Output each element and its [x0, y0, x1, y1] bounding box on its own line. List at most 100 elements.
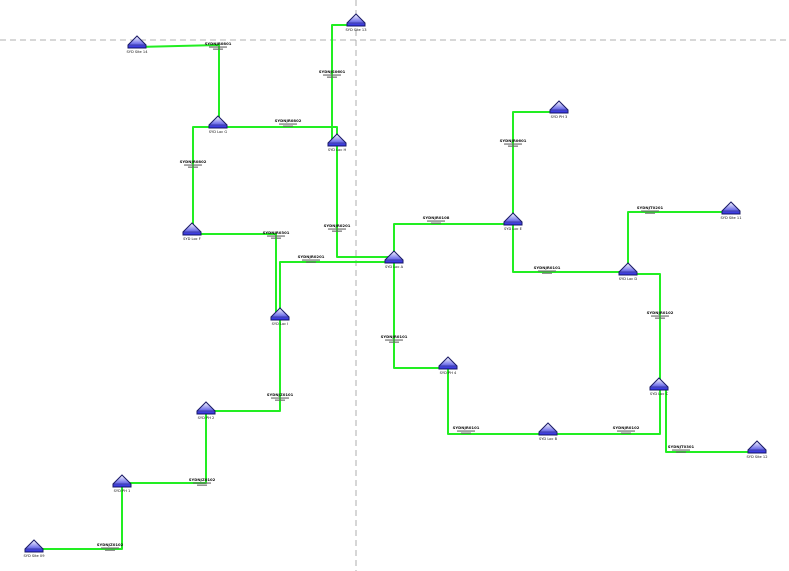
link-l10[interactable]: SYDNJT0201: [627, 205, 731, 274]
link-l16[interactable]: SYDNJT0301: [659, 388, 757, 453]
link-l6[interactable]: SYDNJR0201: [324, 145, 394, 258]
link-label: SYDNJR0101: [381, 334, 408, 339]
link-l5[interactable]: SYDNJR0301: [192, 230, 290, 319]
link-line[interactable]: [447, 368, 548, 435]
link-subtext-mark: [431, 222, 441, 224]
link-line[interactable]: [206, 319, 281, 412]
house-node-icon[interactable]: [549, 100, 569, 114]
house-node-icon[interactable]: [438, 356, 458, 370]
link-l11[interactable]: SYDNJR0101: [512, 224, 628, 274]
link-label: SYDNJT0201: [637, 205, 664, 210]
link-l8[interactable]: SYDNJR0108: [393, 215, 513, 262]
house-node-icon[interactable]: [538, 422, 558, 436]
link-l18[interactable]: SYDNJZ0102: [122, 413, 216, 486]
node-n18[interactable]: SYD Site 09: [23, 539, 45, 558]
link-subtext-mark: [538, 270, 556, 272]
link-label: SYDNJR0101: [534, 265, 561, 270]
house-node-icon[interactable]: [182, 222, 202, 236]
house-node-icon[interactable]: [270, 307, 290, 321]
nodes-layer: SYD Site 13 SYD Site 14 SYD Loc G SYD Loc H…: [23, 13, 768, 558]
house-node-icon[interactable]: [384, 250, 404, 264]
link-l12[interactable]: SYDNJR0101: [381, 262, 448, 369]
node-n11[interactable]: SYD Loc D: [618, 262, 638, 281]
node-n2[interactable]: SYD Site 14: [126, 35, 148, 54]
node-label: SYD Site 12: [746, 455, 767, 459]
house-node-icon[interactable]: [24, 539, 44, 553]
link-line[interactable]: [512, 224, 628, 273]
house-node-icon[interactable]: [346, 13, 366, 27]
node-n12[interactable]: SYD PH 4: [438, 356, 458, 375]
house-node-icon[interactable]: [618, 262, 638, 276]
link-line[interactable]: [34, 486, 123, 550]
link-subtext-mark: [213, 48, 223, 50]
link-subtext-mark: [306, 261, 316, 263]
link-line[interactable]: [122, 413, 207, 484]
house-node-icon[interactable]: [503, 212, 523, 226]
link-l1[interactable]: SYDNJR0801: [136, 41, 232, 127]
link-line[interactable]: [548, 389, 661, 435]
link-line[interactable]: [627, 211, 731, 274]
node-label: SYD Site 09: [23, 554, 45, 558]
link-line[interactable]: [393, 262, 448, 369]
node-n4[interactable]: SYD Loc H: [327, 133, 347, 152]
link-line[interactable]: [136, 44, 220, 127]
link-line[interactable]: [336, 145, 394, 258]
link-l7[interactable]: SYDNJR0201: [279, 254, 394, 319]
house-node-icon[interactable]: [747, 440, 767, 454]
node-n1[interactable]: SYD Site 13: [345, 13, 367, 32]
node-n16[interactable]: SYD PH 2: [196, 401, 216, 420]
house-node-icon[interactable]: [208, 115, 228, 129]
link-line[interactable]: [512, 111, 559, 224]
house-node-icon[interactable]: [196, 401, 216, 415]
node-n9[interactable]: SYD Loc E: [503, 212, 523, 231]
link-subtext-mark: [101, 547, 119, 549]
node-n8[interactable]: SYD PH 3: [549, 100, 569, 119]
node-n7[interactable]: SYD Loc I: [270, 307, 290, 326]
link-line[interactable]: [192, 126, 218, 234]
house-node-icon[interactable]: [649, 377, 669, 391]
node-n17[interactable]: SYD PH 1: [112, 474, 132, 493]
link-l15[interactable]: SYDNJR0102: [548, 389, 661, 435]
link-subtext-mark: [275, 399, 285, 401]
node-n10[interactable]: SYD Site 11: [720, 201, 742, 220]
link-l19[interactable]: SYDNJZ0102: [34, 486, 124, 551]
link-line[interactable]: [659, 388, 757, 453]
link-subtext-mark: [655, 317, 665, 319]
node-label: SYD Loc E: [504, 227, 523, 231]
node-label: SYD Loc H: [328, 148, 347, 152]
link-label: SYDNJR0108: [423, 215, 450, 220]
link-label: SYDNJZ0102: [189, 477, 216, 482]
link-label: SYDNJR0101: [453, 425, 480, 430]
link-subtext-mark: [645, 212, 655, 214]
house-node-icon[interactable]: [327, 133, 347, 147]
node-label: SYD Loc I: [272, 322, 289, 326]
link-subtext-mark: [504, 143, 522, 145]
link-line[interactable]: [279, 261, 394, 319]
link-l17[interactable]: SYDNJZ0101: [206, 319, 294, 412]
link-line[interactable]: [192, 233, 277, 319]
node-n5[interactable]: SYD Loc F: [182, 222, 202, 241]
link-label: SYDNJZ0101: [267, 392, 294, 397]
link-l9[interactable]: SYDNJR0601: [500, 111, 559, 224]
link-l4[interactable]: SYDNJR0802: [180, 126, 218, 234]
link-line[interactable]: [218, 126, 338, 145]
house-node-icon[interactable]: [127, 35, 147, 49]
link-subtext-mark: [271, 397, 289, 399]
node-n14[interactable]: SYD Loc B: [538, 422, 558, 441]
node-n3[interactable]: SYD Loc G: [208, 115, 228, 134]
link-subtext-mark: [267, 235, 285, 237]
house-node-icon[interactable]: [112, 474, 132, 488]
link-line[interactable]: [393, 223, 513, 262]
link-line[interactable]: [628, 273, 661, 389]
node-label: SYD Site 14: [126, 50, 148, 54]
link-subtext-mark: [617, 430, 635, 432]
node-n13[interactable]: SYD Loc C: [649, 377, 669, 396]
link-l14[interactable]: SYDNJR0101: [447, 368, 548, 435]
link-label: SYDNJR0601: [500, 138, 527, 143]
house-node-icon[interactable]: [721, 201, 741, 215]
node-n15[interactable]: SYD Site 12: [746, 440, 768, 459]
link-l3[interactable]: SYDNJR0802: [218, 118, 338, 145]
link-l13[interactable]: SYDNJR0102: [628, 273, 674, 389]
node-n6[interactable]: SYD Loc A: [384, 250, 404, 269]
